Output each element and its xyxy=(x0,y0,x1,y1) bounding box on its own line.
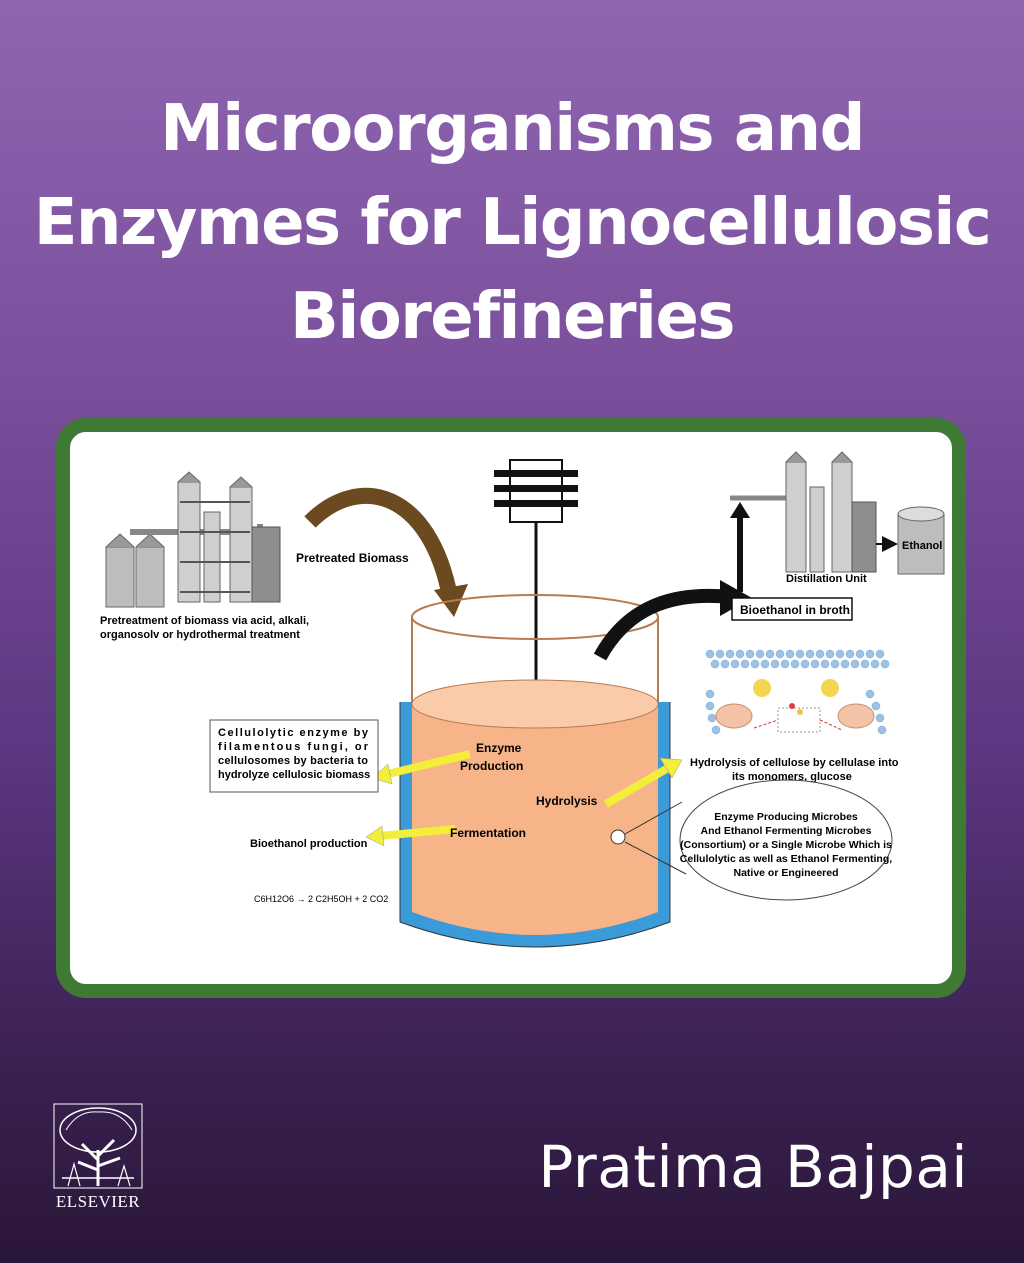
bioethanol-broth-label: Bioethanol in broth xyxy=(740,603,850,617)
enzyme-box-line-3: cellulosomes by bacteria to xyxy=(218,755,368,767)
pretreatment-caption-1: Pretreatment of biomass via acid, alkali… xyxy=(100,615,309,627)
title-line-3: Biorefineries xyxy=(290,280,735,354)
hydrolysis-label: Hydrolysis xyxy=(536,794,598,808)
yellow-arrows xyxy=(365,750,683,847)
microbes-line-5: Native or Engineered xyxy=(733,867,838,879)
microbes-ellipse xyxy=(679,779,893,901)
bioethanol-broth-box xyxy=(731,597,853,621)
title-line-2: Enzymes for Lignocellulosic xyxy=(33,186,992,260)
fermentation-equation: C6H12O6 → 2 C2H5OH + 2 CO2 xyxy=(254,894,388,904)
fermentation-label: Fermentation xyxy=(450,826,526,840)
cellulose-hydrolysis-schematic xyxy=(705,649,890,735)
distillation-unit-label: Distillation Unit xyxy=(786,573,867,585)
pretreated-biomass-label: Pretreated Biomass xyxy=(296,551,409,565)
distillation-unit-icon xyxy=(730,451,945,592)
hydrolysis-caption-2: its monomers, glucose xyxy=(732,771,852,783)
author-name: Pratima Bajpai xyxy=(538,1133,968,1201)
pretreatment-plant-icon xyxy=(105,471,281,608)
enzyme-box-line-2: filamentous fungi, or xyxy=(218,741,369,753)
microbe-marker xyxy=(610,829,626,845)
enzyme-production-label-2: Production xyxy=(460,759,523,773)
pretreatment-caption-2: organosolv or hydrothermal treatment xyxy=(100,629,300,641)
title-line-1: Microorganisms and xyxy=(160,92,865,166)
publisher-logo: ELSEVIER xyxy=(48,1100,148,1215)
bioethanol-production-label: Bioethanol production xyxy=(250,838,368,850)
microbes-line-4: Cellulolytic as well as Ethanol Fermenti… xyxy=(680,853,892,865)
enzyme-box-line-4: hydrolyze cellulosic biomass xyxy=(218,769,370,781)
enzyme-description-box xyxy=(209,719,379,793)
bioreactor-vessel xyxy=(399,594,671,948)
microbes-line-2: And Ethanol Fermenting Microbes xyxy=(701,825,872,837)
elsevier-tree-icon xyxy=(53,1103,143,1189)
microbes-line-1: Enzyme Producing Microbes xyxy=(714,811,858,823)
book-title: Microorganisms and Enzymes for Lignocell… xyxy=(0,82,1024,364)
pretreated-biomass-arrow xyxy=(304,488,458,599)
microbes-line-3: (Consortium) or a Single Microbe Which i… xyxy=(680,839,892,851)
enzyme-box-line-1: Cellulolytic enzyme by xyxy=(218,727,369,739)
hydrolysis-caption-1: Hydrolysis of cellulose by cellulase int… xyxy=(690,757,899,769)
enzyme-production-label-1: Enzyme xyxy=(476,741,522,755)
diagram-panel: Pretreatment of biomass via acid, alkali… xyxy=(56,418,966,998)
bioreactor-diagram: Pretreatment of biomass via acid, alkali… xyxy=(100,451,945,948)
publisher-name: ELSEVIER xyxy=(55,1192,141,1211)
ethanol-label: Ethanol xyxy=(902,540,942,552)
